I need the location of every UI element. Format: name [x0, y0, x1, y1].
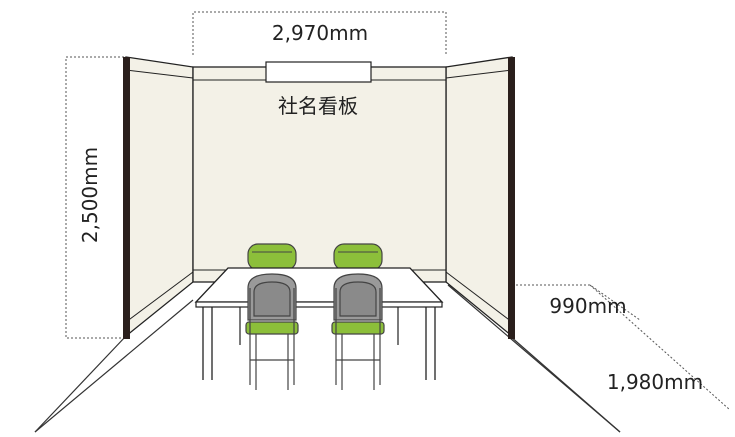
back-chair-right	[333, 243, 383, 271]
side-depth-label: 990mm	[549, 294, 626, 318]
floor-depth-label: 1,980mm	[607, 370, 703, 394]
front-chair-right	[331, 273, 385, 390]
right-post	[508, 57, 515, 339]
width-dimension-label: 2,970mm	[272, 21, 368, 45]
left-post	[123, 57, 130, 339]
height-dimension-label: 2,500mm	[78, 147, 102, 243]
right-side-panel	[445, 56, 513, 338]
sign-board	[265, 61, 372, 83]
floor-lines	[34, 284, 621, 433]
left-side-panel	[125, 56, 194, 338]
back-wall	[192, 66, 447, 283]
front-chair-left	[245, 273, 299, 390]
dimension-guides	[65, 11, 731, 411]
table	[194, 267, 444, 380]
sign-label: 社名看板	[278, 94, 358, 118]
back-chair-left	[247, 243, 297, 271]
